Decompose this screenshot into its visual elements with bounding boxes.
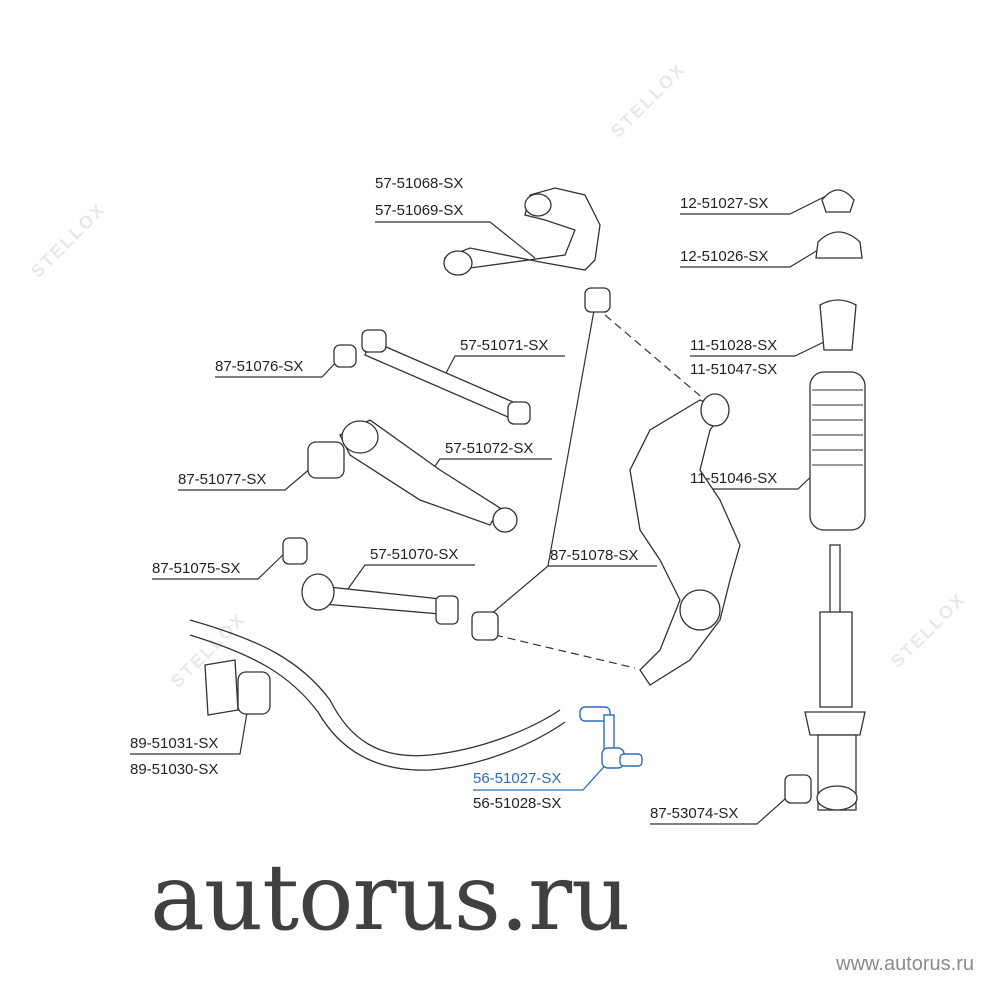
part-label[interactable]: 11-51028-SX	[690, 337, 778, 354]
part-label-highlighted[interactable]: 56-51027-SX	[473, 770, 562, 787]
bump-stop	[819, 299, 857, 351]
link-bushing	[333, 344, 357, 368]
stabilizer-bar	[189, 619, 561, 757]
part-label[interactable]: 11-51046-SX	[690, 470, 778, 487]
stabilizer-clamp	[204, 659, 239, 716]
part-label[interactable]: 56-51028-SX	[473, 795, 562, 812]
arm-bushing	[307, 441, 345, 479]
part-label[interactable]: 87-51076-SX	[215, 358, 304, 375]
mount-nut	[821, 189, 855, 213]
autorus-watermark: autorus.ru	[150, 844, 630, 951]
upper-control-arm	[443, 187, 601, 271]
part-label[interactable]: 57-51072-SX	[445, 440, 534, 457]
part-label[interactable]: 11-51047-SX	[690, 361, 778, 378]
part-label[interactable]: 87-53074-SX	[650, 805, 739, 822]
stabilizer-bushing	[237, 671, 271, 715]
part-label[interactable]: 12-51026-SX	[680, 248, 769, 265]
leader-lines	[130, 194, 829, 825]
shock-rod	[829, 544, 841, 616]
part-label[interactable]: 57-51070-SX	[370, 546, 459, 563]
stabilizer-link	[579, 706, 643, 769]
dust-boot	[809, 371, 866, 531]
part-label[interactable]: 87-51077-SX	[178, 471, 267, 488]
shock-upper-body	[819, 611, 853, 708]
part-label[interactable]: 89-51030-SX	[130, 761, 219, 778]
part-label[interactable]: 57-51071-SX	[460, 337, 549, 354]
part-label[interactable]: 57-51068-SX	[375, 175, 464, 192]
site-watermark: www.autorus.ru	[836, 953, 974, 975]
steering-knuckle	[629, 399, 741, 686]
shock-bushing	[784, 774, 812, 804]
strut-mount	[815, 231, 863, 259]
part-label[interactable]: 57-51069-SX	[375, 202, 464, 219]
spring-seat	[804, 711, 866, 736]
part-label[interactable]: 12-51027-SX	[680, 195, 769, 212]
ball-joint	[492, 507, 518, 533]
part-label[interactable]: 87-51075-SX	[152, 560, 241, 577]
link-bushing	[471, 611, 499, 641]
bushing	[584, 287, 611, 313]
arm-bushing	[282, 537, 308, 565]
part-label[interactable]: 87-51078-SX	[550, 547, 639, 564]
part-label[interactable]: 89-51031-SX	[130, 735, 219, 752]
